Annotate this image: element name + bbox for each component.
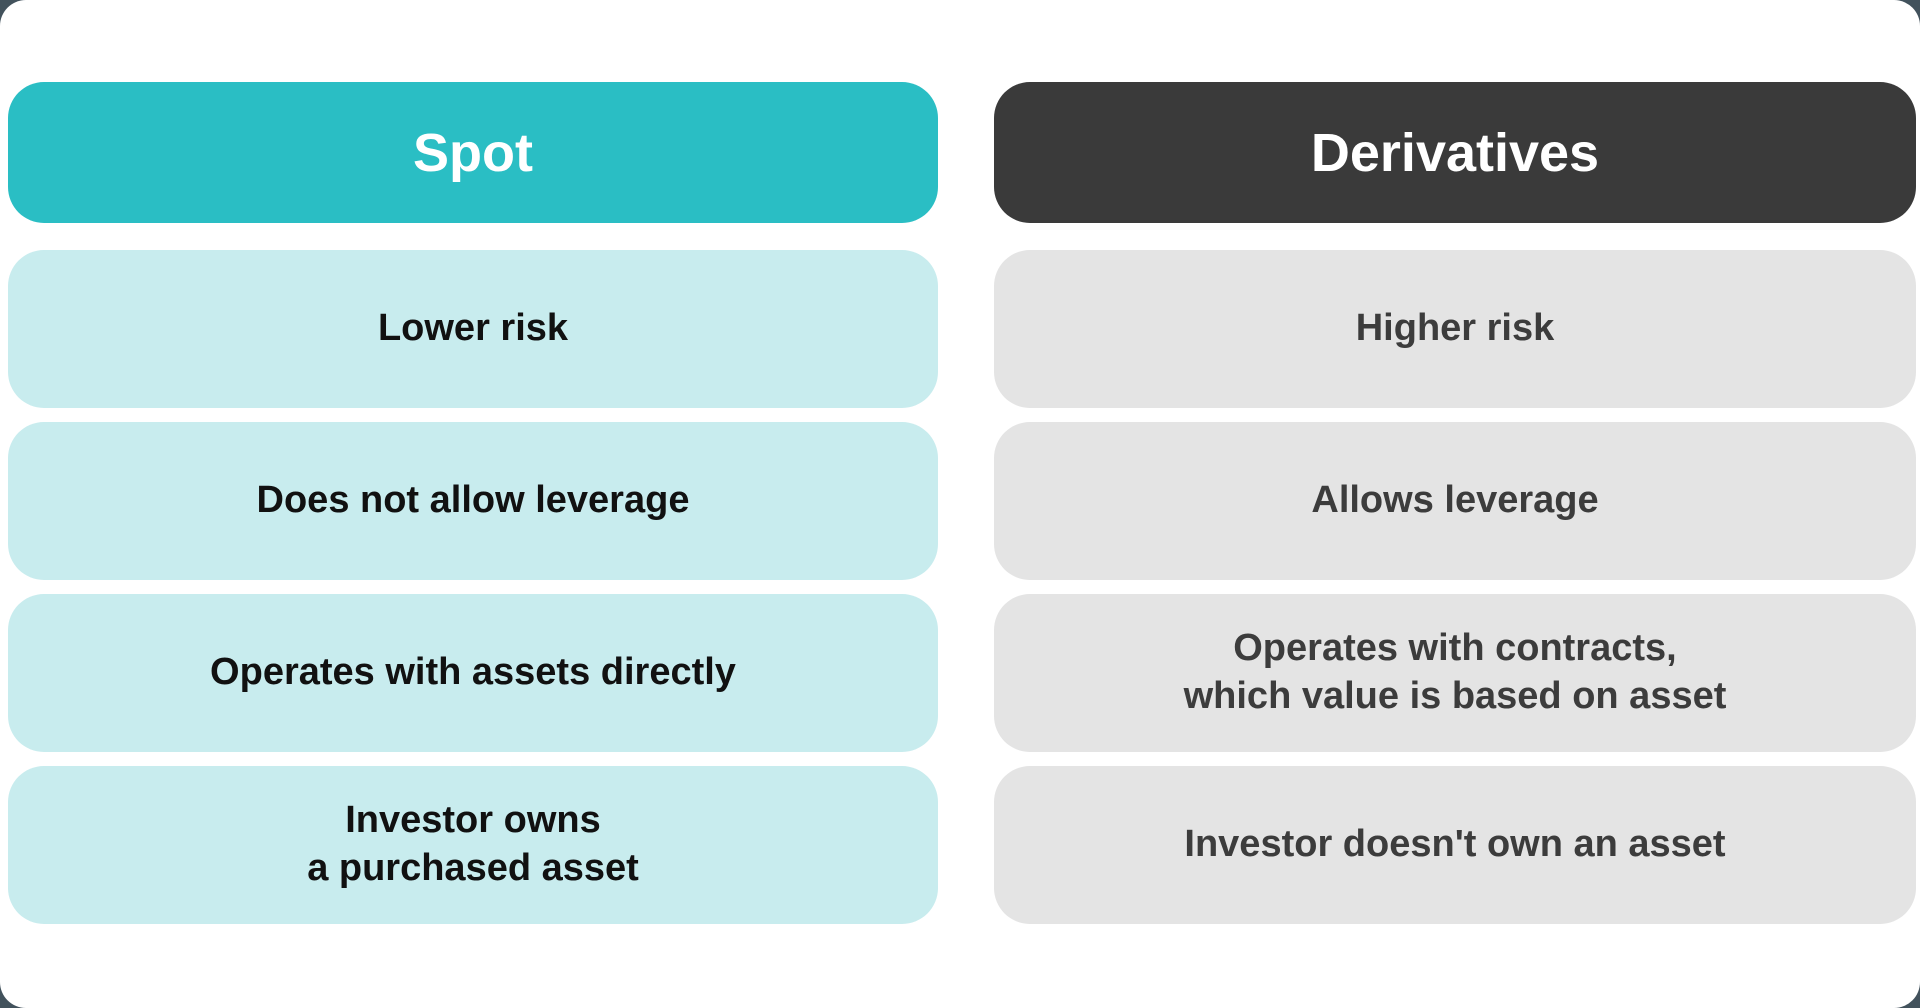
spot-row-leverage: Does not allow leverage: [8, 422, 938, 580]
spot-header: Spot: [8, 82, 938, 223]
derivatives-row-ownership: Investor doesn't own an asset: [994, 766, 1916, 924]
derivatives-row-leverage: Allows leverage: [994, 422, 1916, 580]
spot-row-assets: Operates with assets directly: [8, 594, 938, 752]
spot-column: Spot Lower risk Does not allow leverage …: [8, 82, 938, 924]
comparison-grid: Spot Lower risk Does not allow leverage …: [8, 82, 1916, 924]
spot-row-lower-risk: Lower risk: [8, 250, 938, 408]
derivatives-row-higher-risk: Higher risk: [994, 250, 1916, 408]
derivatives-column: Derivatives Higher risk Allows leverage …: [994, 82, 1916, 924]
spot-row-ownership: Investor owns a purchased asset: [8, 766, 938, 924]
derivatives-header: Derivatives: [994, 82, 1916, 223]
derivatives-row-contracts: Operates with contracts, which value is …: [994, 594, 1916, 752]
